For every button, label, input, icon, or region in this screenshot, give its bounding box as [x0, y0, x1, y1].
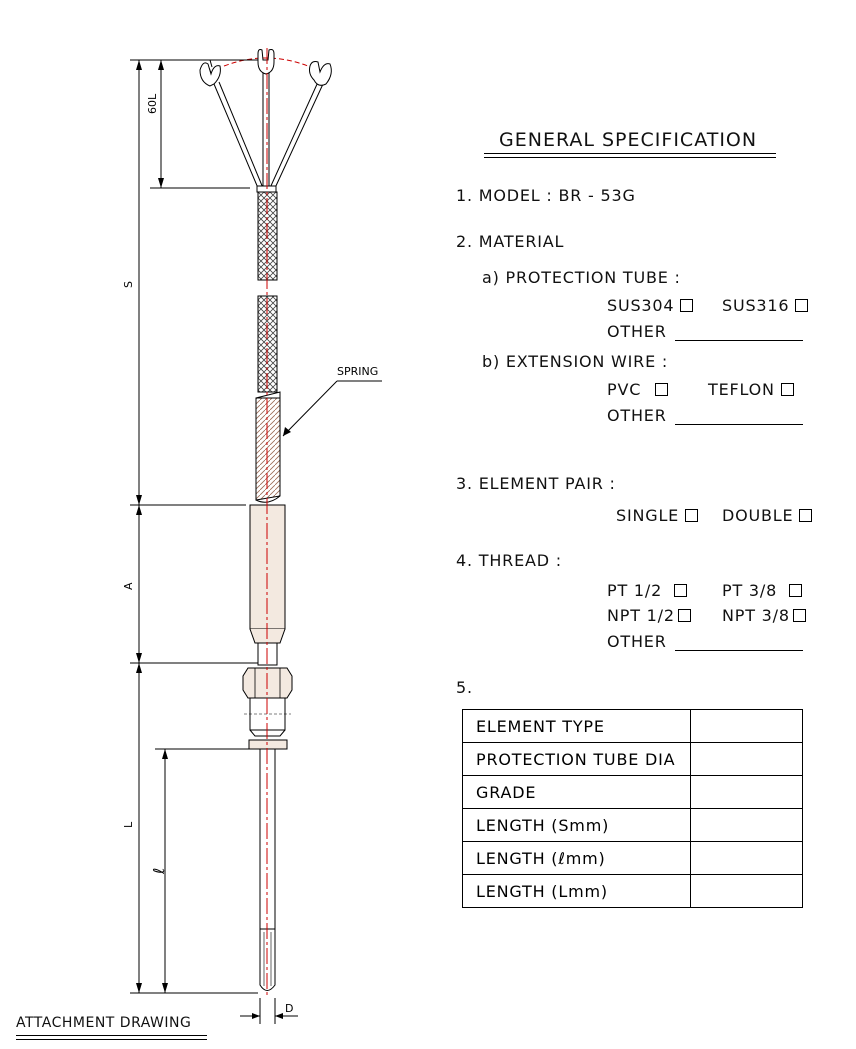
caption-underline-2 — [16, 1039, 207, 1040]
title-underline — [484, 153, 776, 154]
opt-sus316[interactable]: SUS316 — [722, 296, 809, 315]
row-value-field[interactable] — [690, 874, 803, 908]
row-label: LENGTH (Lmm) — [462, 874, 691, 908]
spring-section — [255, 397, 281, 501]
pt38-checkbox[interactable] — [789, 584, 803, 597]
row-label: LENGTH (Smm) — [462, 808, 691, 842]
dimensions — [130, 59, 382, 1024]
sus304-checkbox[interactable] — [680, 299, 694, 312]
double-checkbox[interactable] — [799, 509, 813, 522]
tube-other-field[interactable] — [674, 326, 803, 341]
table-row: GRADE — [462, 775, 803, 809]
spade-terminals — [199, 49, 332, 87]
opt-pt12[interactable]: PT 1/2 — [607, 581, 688, 600]
row-label: ELEMENT TYPE — [462, 709, 691, 743]
table-row: LENGTH (Lmm) — [462, 874, 803, 908]
dim-l-small-label: ℓ — [150, 867, 168, 874]
npt12-checkbox[interactable] — [677, 609, 691, 622]
row-value-field[interactable] — [690, 808, 803, 842]
spec-material: 2. MATERIAL — [456, 232, 565, 251]
row-label: LENGTH (ℓmm) — [462, 841, 691, 875]
opt-npt38[interactable]: NPT 3/8 — [722, 606, 806, 625]
dim-l-label: L — [122, 821, 135, 828]
spring-label: SPRING — [337, 365, 379, 378]
row-label: PROTECTION TUBE DIA — [462, 742, 691, 776]
dim-60l-label: 60L — [146, 93, 159, 114]
opt-pt38[interactable]: PT 3/8 — [722, 581, 803, 600]
wire-other-field[interactable] — [674, 410, 803, 425]
spec-model: 1. MODEL : BR - 53G — [456, 186, 636, 205]
pvc-checkbox[interactable] — [655, 383, 669, 396]
opt-tube-other[interactable]: OTHER — [607, 322, 803, 341]
row-value-field[interactable] — [690, 709, 803, 743]
table-row: ELEMENT TYPE — [462, 709, 803, 743]
spec-element-pair: 3. ELEMENT PAIR : — [456, 474, 616, 493]
title-underline-2 — [484, 157, 776, 158]
opt-npt12[interactable]: NPT 1/2 — [607, 606, 691, 625]
opt-sus304[interactable]: SUS304 — [607, 296, 694, 315]
lead-wires — [213, 72, 324, 189]
table-row: PROTECTION TUBE DIA — [462, 742, 803, 776]
row-label: GRADE — [462, 775, 691, 809]
flange — [248, 739, 288, 750]
opt-pvc[interactable]: PVC — [607, 380, 669, 399]
arrowheads — [136, 60, 291, 1019]
npt38-checkbox[interactable] — [792, 609, 806, 622]
spec-thread: 4. THREAD : — [456, 551, 562, 570]
table-row: LENGTH (Smm) — [462, 808, 803, 842]
row-value-field[interactable] — [690, 775, 803, 809]
opt-double[interactable]: DOUBLE — [722, 506, 813, 525]
thread-other-field[interactable] — [674, 636, 803, 651]
row-value-field[interactable] — [690, 841, 803, 875]
opt-thread-other[interactable]: OTHER — [607, 632, 803, 651]
spec-table: ELEMENT TYPE PROTECTION TUBE DIA GRADE L… — [462, 709, 803, 908]
teflon-checkbox[interactable] — [780, 383, 794, 396]
dim-a-label: A — [122, 582, 135, 590]
spec-title: GENERAL SPECIFICATION — [499, 129, 758, 151]
spread-arc — [223, 57, 309, 67]
spec-protection-tube: a) PROTECTION TUBE : — [482, 268, 681, 287]
sus316-checkbox[interactable] — [795, 299, 809, 312]
opt-wire-other[interactable]: OTHER — [607, 406, 803, 425]
spec-extension-wire: b) EXTENSION WIRE : — [482, 352, 669, 371]
opt-teflon[interactable]: TEFLON — [708, 380, 794, 399]
opt-single[interactable]: SINGLE — [616, 506, 699, 525]
pt12-checkbox[interactable] — [674, 584, 688, 597]
spec-item5: 5. — [456, 678, 473, 697]
single-checkbox[interactable] — [685, 509, 699, 522]
caption-underline — [16, 1035, 207, 1036]
row-value-field[interactable] — [690, 742, 803, 776]
dim-s-label: S — [122, 281, 135, 288]
table-row: LENGTH (ℓmm) — [462, 841, 803, 875]
dim-d-label: D — [285, 1002, 294, 1015]
attachment-drawing-caption: ATTACHMENT DRAWING — [16, 1015, 192, 1031]
